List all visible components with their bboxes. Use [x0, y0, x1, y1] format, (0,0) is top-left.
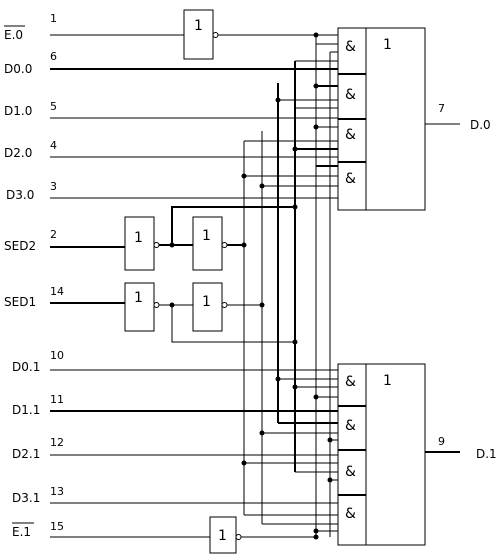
input-label-d20: D2.0 — [4, 146, 32, 160]
inverter-sed1-b-bubble — [221, 302, 228, 308]
input-label-e1: E.1 — [12, 525, 31, 539]
inverter-e1-bubble — [235, 534, 242, 540]
input-label-d11: D1.1 — [12, 403, 40, 417]
lower-and-3-symbol: & — [345, 464, 356, 480]
pin-number-1: 1 — [50, 12, 57, 25]
pin-number-6: 6 — [50, 50, 57, 63]
input-label-d10: D1.0 — [4, 104, 32, 118]
inverter-e1 — [209, 516, 237, 554]
inverter-e1-symbol: 1 — [218, 528, 227, 544]
junction — [313, 83, 319, 89]
junction — [241, 242, 247, 248]
vertical-buses — [243, 35, 331, 537]
pin-number-4: 4 — [50, 139, 57, 152]
junction — [292, 339, 298, 345]
junction — [292, 384, 298, 390]
inverter-e0-symbol: 1 — [194, 18, 203, 34]
junction — [313, 394, 319, 400]
pin-number-15: 15 — [50, 520, 64, 533]
lower-or-gate — [337, 363, 426, 546]
junction — [259, 430, 265, 436]
input-labels: E.0 1 D0.0 6 D1.0 5 D2.0 4 D3.0 3 SED2 2… — [4, 12, 64, 539]
pin-number-12: 12 — [50, 436, 64, 449]
junction — [313, 534, 319, 540]
junction — [327, 477, 333, 483]
pin-number-11: 11 — [50, 393, 64, 406]
inverter-sed2-b-bubble — [221, 242, 228, 248]
junction — [241, 460, 247, 466]
upper-and-3-symbol: & — [345, 127, 356, 143]
input-label-d00: D0.0 — [4, 62, 32, 76]
upper-and-1-symbol: & — [345, 39, 356, 55]
inverter-sed2-a-symbol: 1 — [134, 230, 143, 246]
junction — [275, 376, 281, 382]
upper-or-symbol: 1 — [383, 37, 392, 53]
pin-number-5: 5 — [50, 100, 57, 113]
junction — [313, 528, 319, 534]
pin-number-3: 3 — [50, 180, 57, 193]
pin-number-9: 9 — [438, 435, 445, 448]
junction — [275, 97, 281, 103]
wire-sed2-tap — [171, 206, 295, 245]
input-label-d31: D3.1 — [12, 491, 40, 505]
lower-and-4-symbol: & — [345, 506, 356, 522]
inverter-gates: 1 1 1 1 1 1 — [124, 9, 242, 554]
pin-number-10: 10 — [50, 349, 64, 362]
junction — [327, 437, 333, 443]
junction — [313, 124, 319, 130]
junction — [241, 173, 247, 179]
junction — [259, 183, 265, 189]
output-label-d1: D.1 — [476, 447, 497, 461]
wire-sed1-tap — [171, 305, 295, 343]
upper-and-inputs — [244, 43, 338, 187]
pin-number-13: 13 — [50, 485, 64, 498]
junction — [169, 242, 175, 248]
input-label-sed2: SED2 — [4, 239, 36, 253]
upper-mux-block: & & & & 1 — [337, 27, 460, 211]
select-wiring — [159, 34, 338, 538]
inverter-sed1-b-symbol: 1 — [202, 294, 211, 310]
junction-dots — [169, 32, 333, 540]
junction — [169, 302, 175, 308]
junction — [313, 32, 319, 38]
output-labels: 7 D.0 9 D.1 — [438, 102, 497, 461]
pin-number-14: 14 — [50, 285, 64, 298]
inverter-sed1-a-symbol: 1 — [134, 290, 143, 306]
junction — [292, 204, 298, 210]
input-label-d21: D2.1 — [12, 447, 40, 461]
input-wires — [50, 34, 338, 538]
lower-and-2-symbol: & — [345, 418, 356, 434]
inverter-sed2-a-bubble — [153, 242, 160, 248]
junction — [292, 146, 298, 152]
lower-mux-block: & & & & 1 — [337, 363, 460, 546]
upper-and-4-symbol: & — [345, 171, 356, 187]
lower-and-1-symbol: & — [345, 374, 356, 390]
inverter-e0-bubble — [212, 32, 219, 38]
input-label-e0: E.0 — [4, 28, 23, 42]
input-label-d30: D3.0 — [6, 188, 34, 202]
inverter-sed1-b — [192, 282, 223, 332]
pin-number-2: 2 — [50, 228, 57, 241]
output-label-d0: D.0 — [470, 118, 491, 132]
lower-or-symbol: 1 — [383, 373, 392, 389]
pin-number-7: 7 — [438, 102, 445, 115]
lower-and-inputs — [244, 378, 338, 532]
upper-and-2-symbol: & — [345, 87, 356, 103]
input-label-d01: D0.1 — [12, 360, 40, 374]
inverter-sed1-a-bubble — [153, 302, 160, 308]
junction — [259, 302, 265, 308]
inverter-sed2-b-symbol: 1 — [202, 228, 211, 244]
input-label-sed1: SED1 — [4, 295, 36, 309]
inverter-sed1-a — [124, 282, 155, 332]
